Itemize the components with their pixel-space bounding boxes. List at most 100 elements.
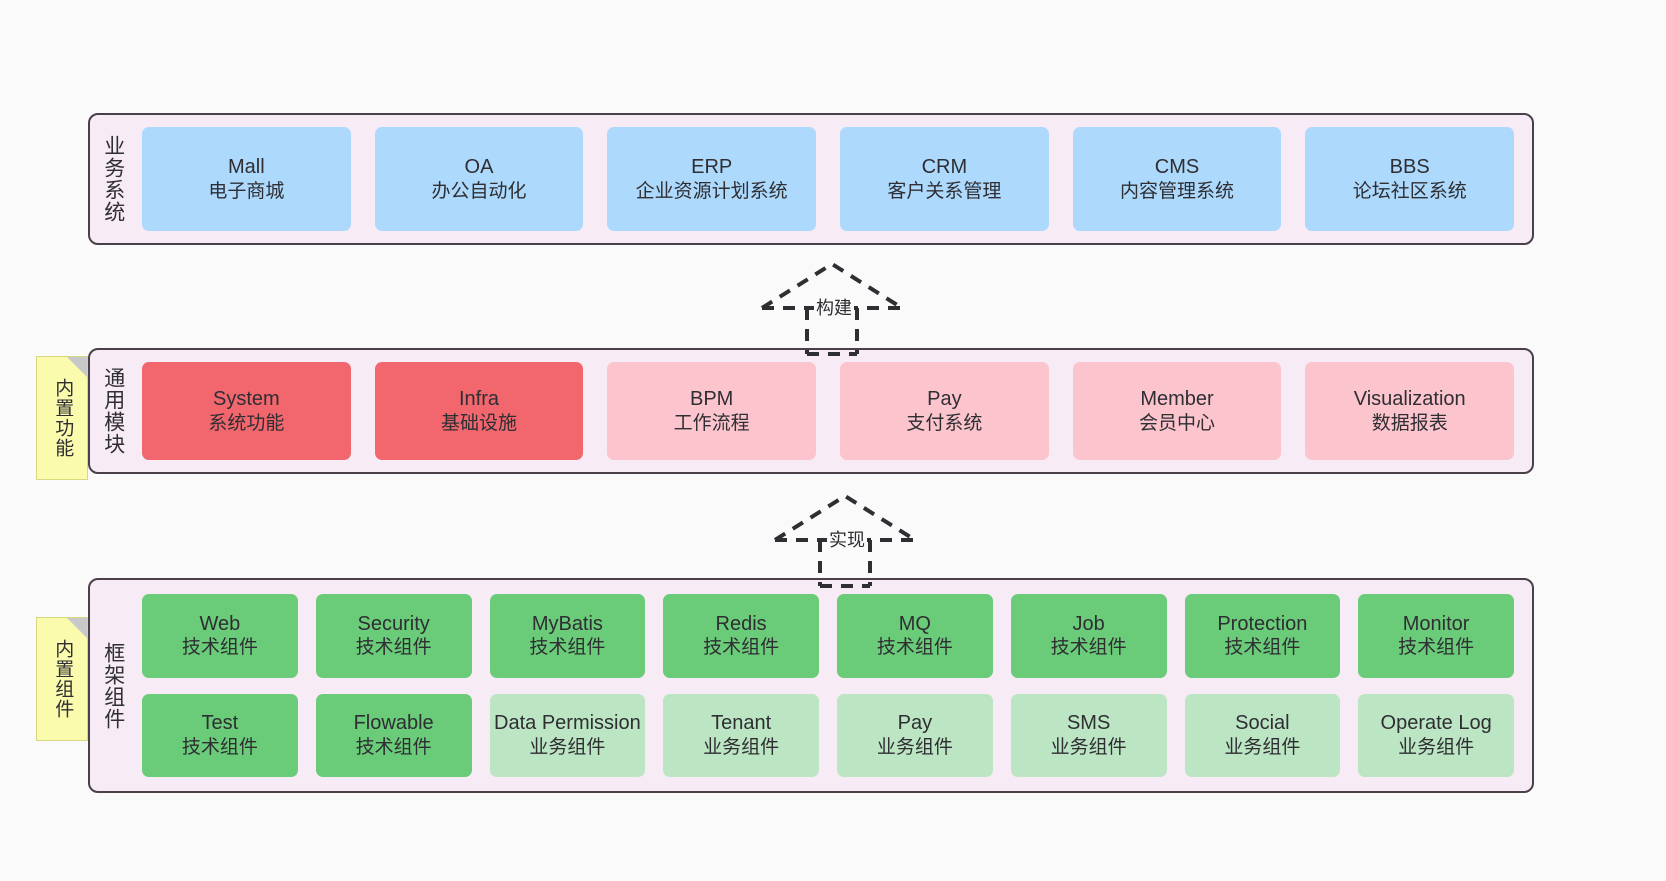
box-subtitle: 业务组件	[1398, 736, 1475, 758]
box-mybatis[interactable]: MyBatis 技术组件	[489, 594, 646, 678]
box-tenant[interactable]: Tenant 业务组件	[663, 693, 819, 777]
box-mq[interactable]: MQ 技术组件	[837, 594, 993, 678]
box-operate-log[interactable]: Operate Log 业务组件	[1358, 693, 1514, 777]
box-subtitle: 会员中心	[1139, 412, 1216, 434]
box-title: Infra	[458, 388, 500, 411]
box-cms[interactable]: CMS 内容管理系统	[1072, 127, 1282, 231]
box-subtitle: 技术组件	[1224, 637, 1301, 659]
box-pay-business[interactable]: Pay 业务组件	[837, 693, 993, 777]
connector-build-label: 构建	[814, 294, 854, 320]
box-bbs[interactable]: BBS 论坛社区系统	[1305, 127, 1515, 231]
box-member[interactable]: Member 会员中心	[1072, 362, 1282, 460]
box-subtitle: 技术组件	[1050, 637, 1127, 659]
box-title: ERP	[691, 156, 733, 179]
box-subtitle: 技术组件	[181, 637, 258, 659]
box-row: System 系统功能 Infra 基础设施 BPM 工作流程 Pay 支付系统…	[142, 362, 1515, 460]
box-subtitle: 业务组件	[876, 736, 953, 758]
box-system[interactable]: System 系统功能	[142, 362, 351, 460]
box-redis[interactable]: Redis 技术组件	[663, 594, 819, 678]
box-subtitle: 技术组件	[703, 637, 780, 659]
connector-implement-label: 实现	[827, 526, 867, 552]
box-title: CMS	[1154, 156, 1200, 179]
box-subtitle: 技术组件	[876, 637, 953, 659]
box-title: Data Permission	[494, 712, 641, 735]
box-title: Pay	[927, 388, 962, 411]
box-sms[interactable]: SMS 业务组件	[1010, 693, 1167, 777]
box-title: Operate Log	[1380, 712, 1492, 735]
box-subtitle: 技术组件	[355, 736, 432, 758]
layer-title-framework-components: 框架组件	[101, 641, 125, 730]
layer-framework-components: 框架组件 Web 技术组件 Security 技术组件 MyBatis 技术组件…	[88, 578, 1534, 793]
box-monitor[interactable]: Monitor 技术组件	[1358, 594, 1514, 678]
box-title: Job	[1072, 612, 1105, 635]
box-visualization[interactable]: Visualization 数据报表	[1305, 362, 1515, 460]
box-title: Mall	[228, 156, 265, 179]
box-title: SMS	[1066, 712, 1111, 735]
box-subtitle: 技术组件	[1398, 637, 1475, 659]
box-subtitle: 办公自动化	[431, 180, 527, 202]
box-title: Pay	[897, 712, 933, 735]
box-protection[interactable]: Protection 技术组件	[1184, 594, 1341, 678]
box-crm[interactable]: CRM 客户关系管理	[840, 127, 1049, 231]
note-fold-corner-icon	[67, 357, 87, 377]
box-title: BPM	[690, 388, 734, 411]
box-erp[interactable]: ERP 企业资源计划系统	[607, 127, 817, 231]
layer-title-business-systems: 业务系统	[101, 135, 125, 223]
box-title: Flowable	[353, 712, 434, 735]
box-row: Test 技术组件 Flowable 技术组件 Data Permission …	[142, 693, 1514, 777]
box-title: Test	[201, 712, 239, 735]
box-data-permission[interactable]: Data Permission 业务组件	[489, 693, 646, 777]
box-pay[interactable]: Pay 支付系统	[840, 362, 1049, 460]
box-subtitle: 技术组件	[529, 637, 606, 659]
box-infra[interactable]: Infra 基础设施	[374, 362, 584, 460]
box-subtitle: 企业资源计划系统	[635, 180, 788, 202]
layer-title-common-modules: 通用模块	[101, 367, 125, 455]
layer-boxes-common-modules: System 系统功能 Infra 基础设施 BPM 工作流程 Pay 支付系统…	[136, 350, 1532, 472]
box-subtitle: 客户关系管理	[887, 180, 1002, 202]
note-builtin-components: 内置组件	[36, 617, 88, 741]
box-title: Member	[1140, 388, 1214, 411]
box-title: Security	[357, 612, 430, 635]
box-subtitle: 系统功能	[208, 412, 285, 434]
box-oa[interactable]: OA 办公自动化	[374, 127, 584, 231]
layer-common-modules: 通用模块 System 系统功能 Infra 基础设施 BPM 工作流程 Pay…	[88, 348, 1534, 474]
layer-business-systems: 业务系统 Mall 电子商城 OA 办公自动化 ERP 企业资源计划系统 CRM…	[88, 113, 1534, 245]
box-title: BBS	[1389, 156, 1430, 179]
box-title: Protection	[1217, 612, 1308, 635]
layer-boxes-framework-components: Web 技术组件 Security 技术组件 MyBatis 技术组件 Redi…	[136, 580, 1532, 791]
box-mall[interactable]: Mall 电子商城	[142, 127, 351, 231]
box-bpm[interactable]: BPM 工作流程	[607, 362, 817, 460]
note-builtin-features: 内置功能	[36, 356, 88, 480]
box-subtitle: 技术组件	[355, 637, 432, 659]
box-title: MQ	[898, 612, 931, 635]
box-subtitle: 基础设施	[441, 412, 518, 434]
box-title: CRM	[921, 156, 968, 179]
box-subtitle: 业务组件	[1224, 736, 1301, 758]
box-subtitle: 技术组件	[181, 736, 258, 758]
box-job[interactable]: Job 技术组件	[1010, 594, 1167, 678]
note-fold-corner-icon	[67, 618, 87, 638]
note-label: 内置组件	[52, 639, 74, 719]
box-flowable[interactable]: Flowable 技术组件	[315, 693, 472, 777]
box-title: Visualization	[1353, 388, 1466, 411]
box-web[interactable]: Web 技术组件	[142, 594, 298, 678]
box-subtitle: 内容管理系统	[1120, 180, 1235, 202]
box-security[interactable]: Security 技术组件	[315, 594, 472, 678]
box-title: Social	[1235, 712, 1290, 735]
box-title: MyBatis	[531, 612, 603, 635]
box-title: Tenant	[711, 712, 772, 735]
box-subtitle: 数据报表	[1371, 412, 1448, 434]
note-label: 内置功能	[52, 378, 74, 458]
box-subtitle: 业务组件	[703, 736, 780, 758]
box-subtitle: 工作流程	[673, 412, 750, 434]
box-row: Web 技术组件 Security 技术组件 MyBatis 技术组件 Redi…	[142, 594, 1514, 678]
layer-boxes-business-systems: Mall 电子商城 OA 办公自动化 ERP 企业资源计划系统 CRM 客户关系…	[136, 115, 1532, 243]
box-test[interactable]: Test 技术组件	[142, 693, 298, 777]
box-social[interactable]: Social 业务组件	[1184, 693, 1341, 777]
box-title: Redis	[715, 612, 767, 635]
box-title: Web	[199, 612, 241, 635]
box-subtitle: 业务组件	[1050, 736, 1127, 758]
box-subtitle: 支付系统	[906, 412, 983, 434]
box-subtitle: 电子商城	[208, 180, 285, 202]
